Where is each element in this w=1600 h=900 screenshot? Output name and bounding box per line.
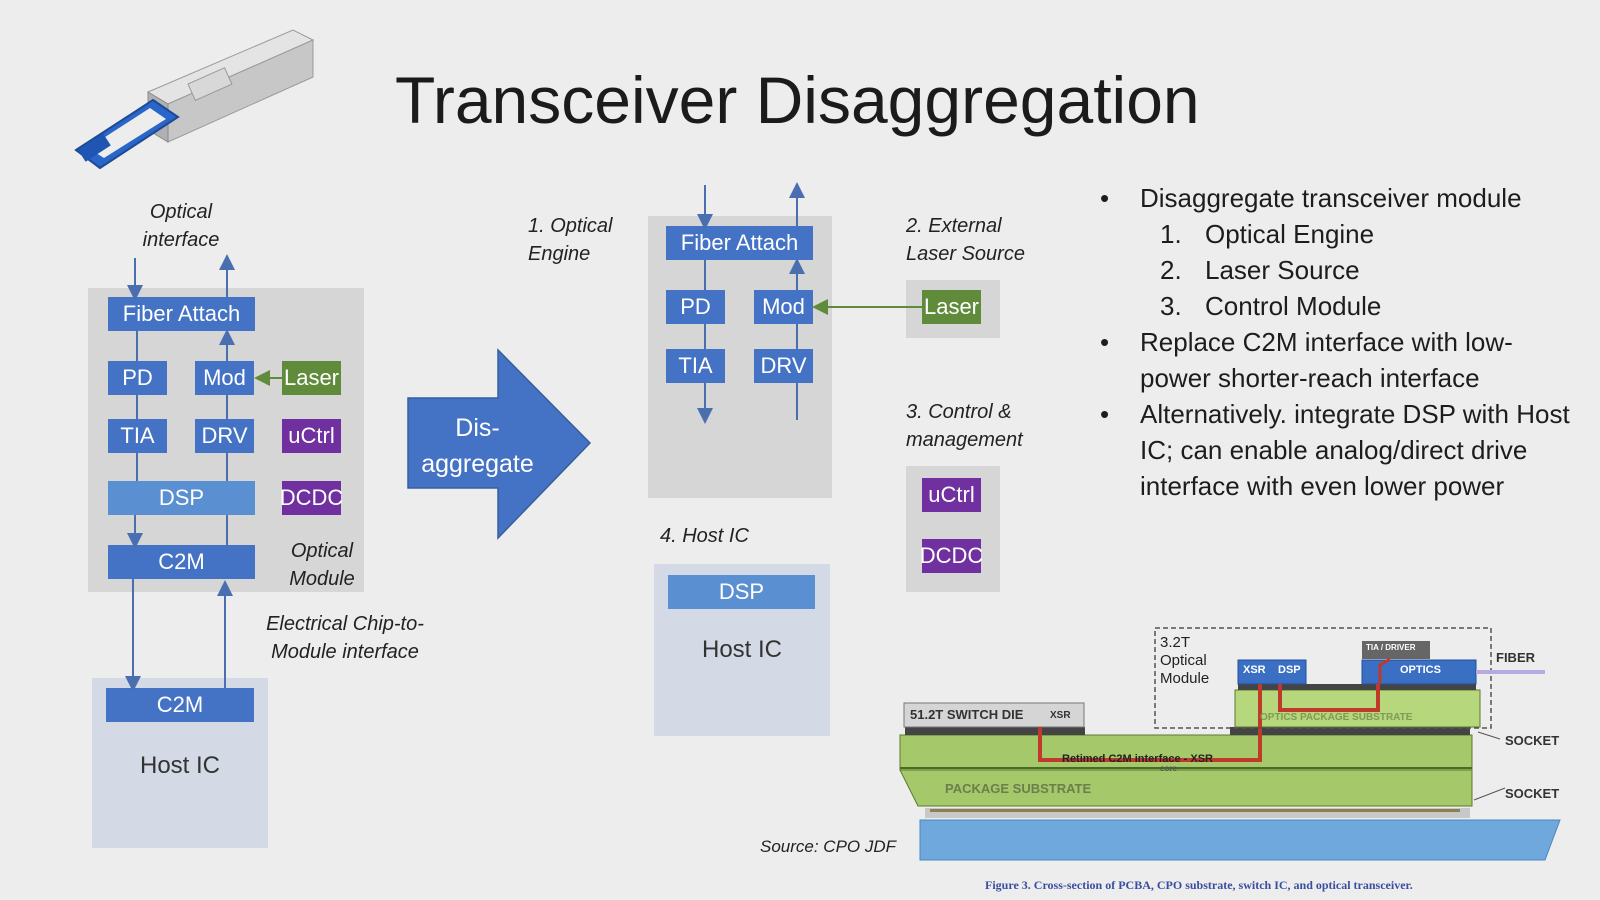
fiber-label: FIBER [1496,650,1535,665]
host-ic-number-label: 4. Host IC [660,525,749,547]
disaggregate-arrow [407,348,592,540]
fiber-attach-block: Fiber Attach [108,297,255,331]
pd-block: PD [108,361,167,395]
optical-engine-label: 1. Optical Engine [528,215,613,265]
mod-block: Mod [195,361,254,395]
optical-module-label: Optical Module [289,540,355,590]
host-c2m-block: C2M [106,688,254,722]
oe-pd-block: PD [666,290,725,324]
drv-block: DRV [195,419,254,453]
ext-uctrl-block: uCtrl [922,478,981,512]
switch-die-label: 51.2T SWITCH DIE [910,707,1024,722]
source-label: Source: CPO JDF [760,837,897,856]
c2m-block: C2M [108,545,255,579]
oe-mod-block: Mod [754,290,813,324]
dcdc-block: DCDC [280,481,343,515]
control-label: 3. Control & management [906,401,1023,451]
slide-title: Transceiver Disaggregation [395,63,1200,137]
disaggregate-label: Dis- aggregate [421,414,534,478]
laser-source-label: 2. External Laser Source [906,215,1025,265]
electrical-interface-label: Electrical Chip-to- Module interface [266,613,424,663]
sub-item: 1.Optical Engine [1160,219,1375,249]
optics-label: OPTICS [1400,664,1441,676]
bullet-item: •Replace C2M interface with low-power sh… [1100,327,1513,393]
sub-item: 3.Control Module [1160,291,1382,321]
bullet-list: •Disaggregate transceiver module 1.Optic… [1100,180,1570,504]
host-ic-label-middle: Host IC [701,636,782,663]
tia-block: TIA [108,419,167,453]
ext-dcdc-block: DCDC [920,539,983,573]
ext-laser-block: Laser [922,290,981,324]
oe-tia-block: TIA [666,349,725,383]
package-substrate-label: PACKAGE SUBSTRATE [945,781,1092,796]
core-label: core [1160,764,1177,773]
transceiver-module-icon [74,29,315,170]
dsp-block: DSP [108,481,255,515]
oe-drv-block: DRV [754,349,813,383]
figure-caption: Figure 3. Cross-section of PCBA, CPO sub… [985,878,1413,892]
tia-driver-label: TIA / DRIVER [1366,643,1416,652]
laser-block: Laser [282,361,341,395]
socket-label-2: SOCKET [1505,786,1560,801]
switch-xsr-label: XSR [1050,710,1071,721]
socket-label-1: SOCKET [1505,733,1560,748]
retimed-label: Retimed C2M interface - XSR [1062,753,1213,765]
uctrl-block: uCtrl [282,419,341,453]
bullet-item: •Disaggregate transceiver module [1100,183,1522,213]
optics-substrate-label: OPTICS PACKAGE SUBSTRATE [1260,712,1413,723]
sub-item: 2.Laser Source [1160,255,1360,285]
xsr-label: XSR [1243,664,1266,676]
xs-dsp-label: DSP [1278,664,1301,676]
bullet-item: •Alternatively. integrate DSP with Host … [1100,399,1570,501]
host-dsp-block: DSP [668,575,815,609]
host-ic-label-left: Host IC [139,752,220,779]
oe-fiber-attach-block: Fiber Attach [666,226,813,260]
optical-interface-label: Optical interface [142,201,220,251]
module-3-2t-label: 3.2T Optical Module [1160,634,1210,687]
